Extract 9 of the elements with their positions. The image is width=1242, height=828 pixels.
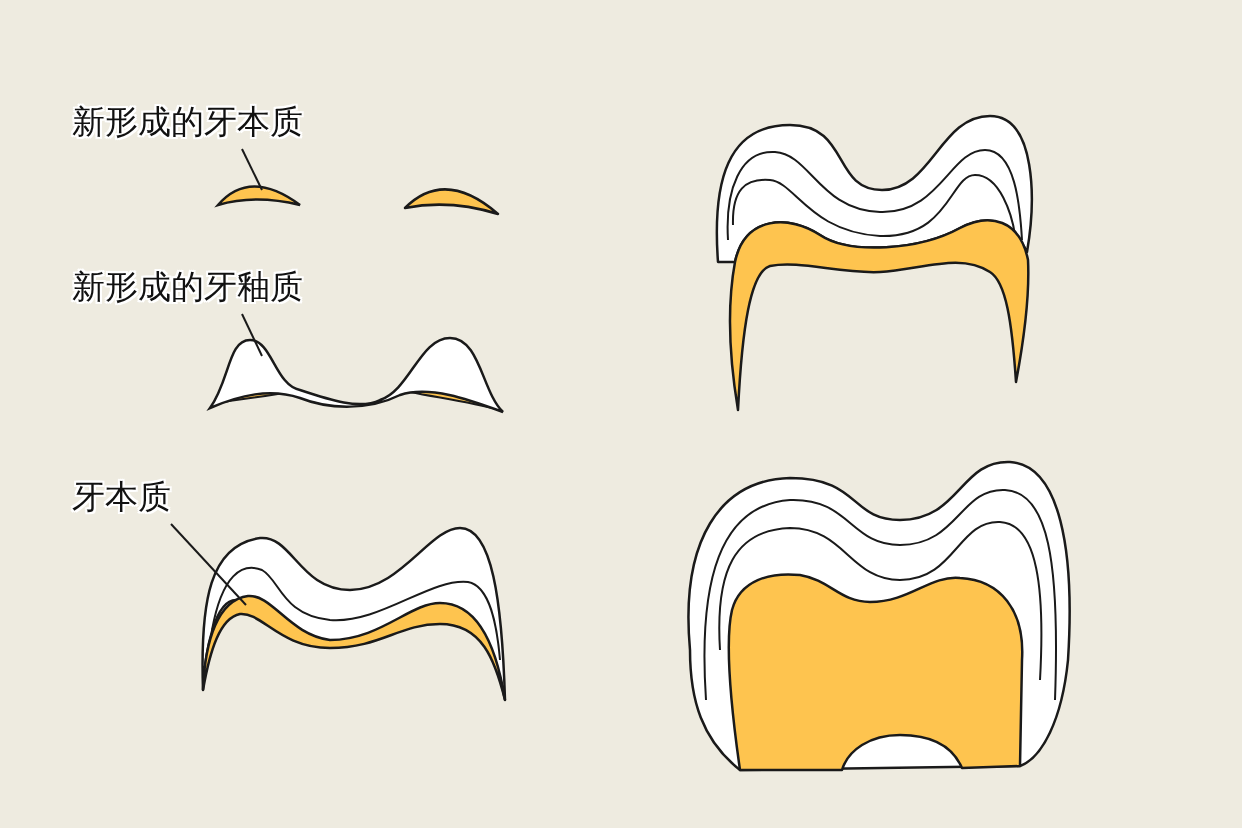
- callout-label: 牙本质: [72, 475, 171, 520]
- callout-label: 新形成的牙釉质: [72, 265, 303, 310]
- leader-line: [241, 313, 263, 357]
- enamel-layer: [208, 336, 505, 414]
- leader-line: [241, 148, 263, 191]
- leader-line: [170, 523, 247, 606]
- callout-label: 新形成的牙本质: [72, 100, 303, 145]
- dentin-layer: [216, 185, 302, 207]
- dentin-layer: [201, 594, 507, 702]
